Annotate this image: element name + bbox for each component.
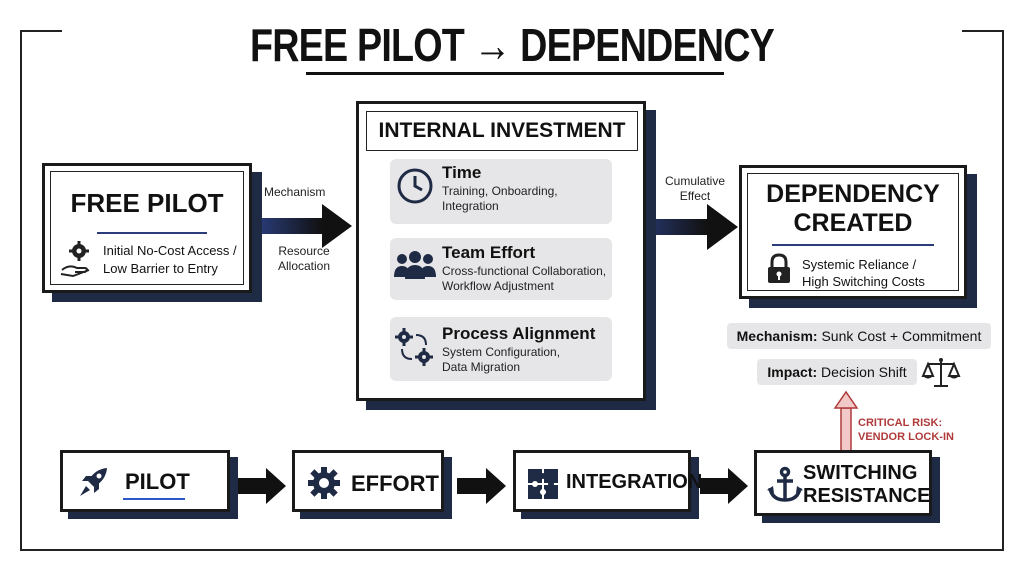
flow-pilot-label: PILOT bbox=[125, 469, 190, 494]
arrow-mechanism bbox=[258, 204, 352, 248]
item-process-desc: System Configuration,Data Migration bbox=[442, 345, 561, 374]
free-pilot-desc: Initial No-Cost Access /Low Barrier to E… bbox=[103, 243, 237, 276]
frame-bottom-edge bbox=[20, 549, 1004, 551]
flow-arrows bbox=[238, 468, 748, 504]
flow-step-pilot: PILOT bbox=[60, 450, 230, 512]
dependency-desc: Systemic Reliance /High Switching Costs bbox=[802, 257, 925, 289]
clock-icon bbox=[395, 166, 435, 211]
frame-right-edge bbox=[1002, 30, 1004, 550]
free-pilot-heading: FREE PILOT bbox=[70, 188, 224, 218]
frame-left-edge bbox=[20, 30, 22, 550]
page-title: FREE PILOT → DEPENDENCY bbox=[250, 19, 775, 71]
investment-header: INTERNAL INVESTMENT bbox=[366, 111, 638, 151]
investment-item-process-alignment bbox=[390, 317, 612, 381]
rocket-icon bbox=[77, 465, 111, 504]
anchor-icon bbox=[767, 466, 803, 509]
impact-tag: Impact: Decision Shift bbox=[757, 359, 917, 385]
gear-hand-icon bbox=[59, 240, 97, 285]
flow-step-integration: INTEGRATION bbox=[513, 450, 702, 512]
gear-icon bbox=[307, 466, 341, 505]
title-underline bbox=[306, 72, 724, 75]
item-process-title: Process Alignment bbox=[442, 324, 596, 343]
puzzle-icon bbox=[526, 467, 560, 506]
free-pilot-box: FREE PILOT Initial No-Cost Access /Low B… bbox=[42, 163, 252, 293]
item-time-desc: Training, Onboarding,Integration bbox=[442, 184, 558, 213]
risk-arrow bbox=[833, 390, 859, 457]
pilot-underline bbox=[123, 498, 185, 500]
item-team-effort-title: Team Effort bbox=[442, 243, 536, 262]
investment-item-time bbox=[390, 159, 612, 224]
item-team-effort-desc: Cross-functional Collaboration,Workflow … bbox=[442, 264, 607, 293]
frame-corner-top-left bbox=[20, 30, 62, 32]
mechanism-tag: Mechanism: Sunk Cost + Commitment bbox=[727, 323, 991, 349]
flow-integration-label: INTEGRATION bbox=[566, 471, 703, 493]
item-time-title: Time bbox=[442, 163, 482, 182]
frame-corner-top-right bbox=[962, 30, 1004, 32]
scales-icon bbox=[921, 356, 961, 395]
mechanism-label: Mechanism bbox=[264, 185, 326, 199]
lock-icon bbox=[766, 253, 792, 290]
critical-risk-label: CRITICAL RISK:VENDOR LOCK-IN bbox=[858, 417, 954, 443]
flow-step-effort: EFFORT bbox=[292, 450, 444, 512]
flow-effort-label: EFFORT bbox=[351, 471, 439, 496]
process-gears-icon bbox=[394, 327, 436, 374]
team-icon bbox=[393, 251, 437, 286]
